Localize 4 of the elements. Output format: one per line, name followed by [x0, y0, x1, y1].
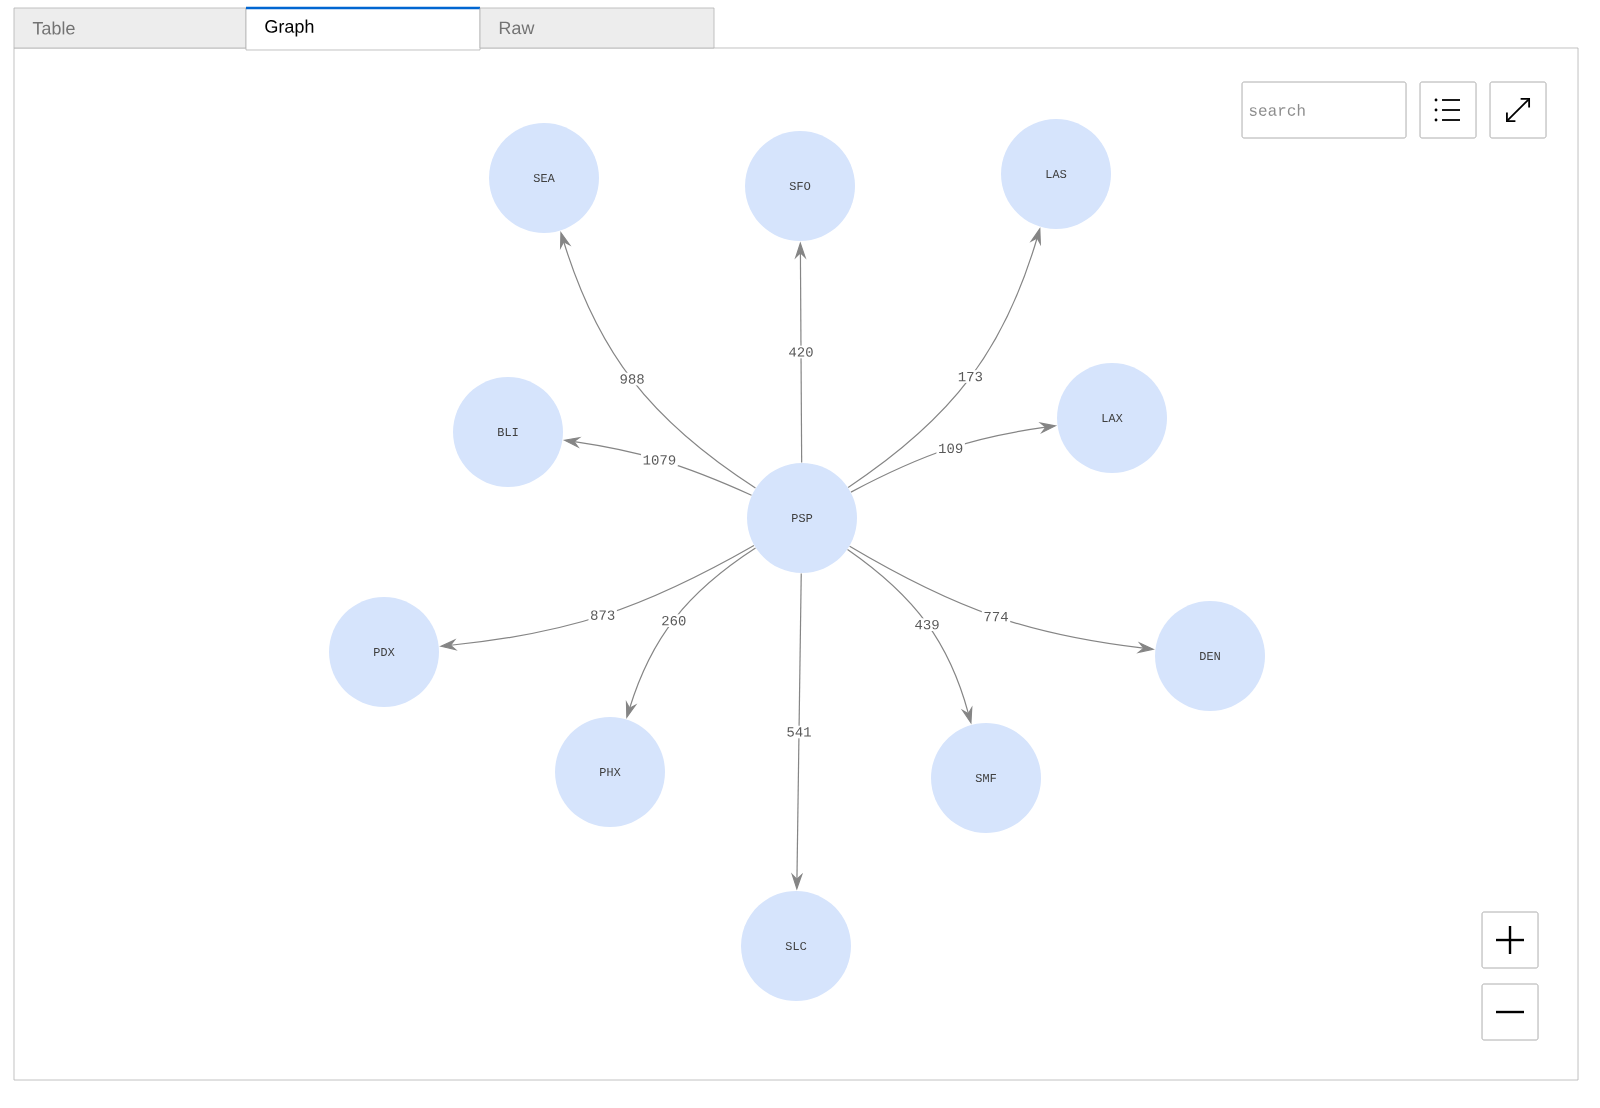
tab: Table — [13, 7, 247, 49]
search-field: search — [1241, 81, 1407, 139]
tab: Graph — [245, 6, 481, 51]
tab: Raw — [479, 7, 715, 49]
